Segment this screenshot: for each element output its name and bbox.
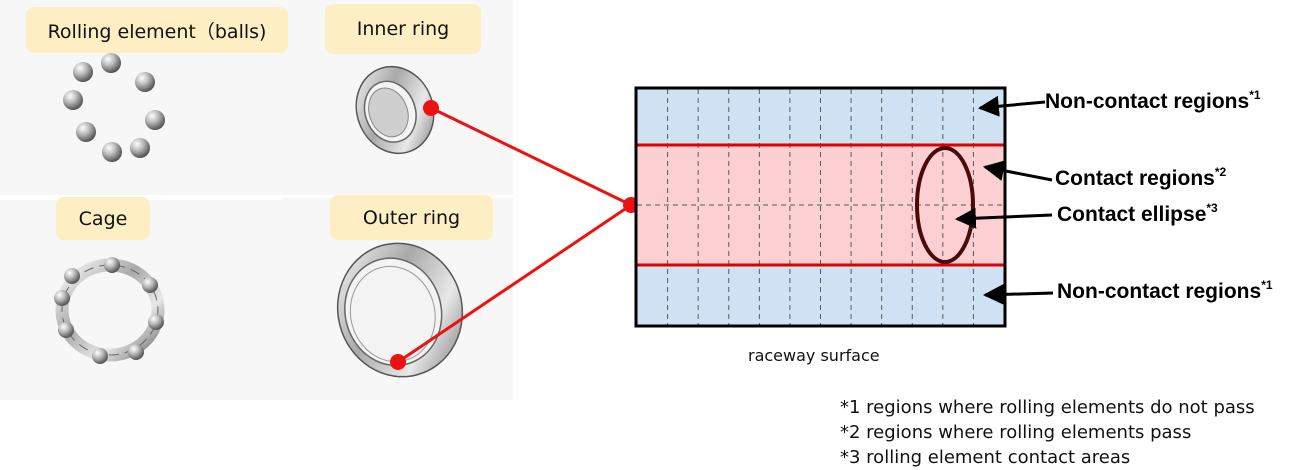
connector-line-inner xyxy=(430,106,632,207)
contact-regions-callout: Contact regions*2 xyxy=(1055,165,1227,191)
footnote-mark: *1 xyxy=(1261,278,1273,292)
callout-text: Contact ellipse xyxy=(1057,203,1207,226)
raceway-grid xyxy=(637,89,1004,325)
ball xyxy=(63,90,83,110)
ball xyxy=(102,142,122,162)
ball xyxy=(76,122,96,142)
inner-ring-illustration xyxy=(355,65,435,155)
ball xyxy=(101,53,121,73)
cage-label: Cage xyxy=(56,197,150,240)
raceway-border xyxy=(634,86,1007,328)
footnote-2: *2 regions where rolling elements pass xyxy=(840,422,1192,443)
rolling-element-label: Rolling element（balls) xyxy=(26,7,288,53)
callout-text: Non-contact regions xyxy=(1057,280,1262,303)
inner-ring-label: Inner ring xyxy=(325,4,481,54)
arrow-contact-regions xyxy=(982,160,1053,182)
contact-ellipse xyxy=(915,146,975,264)
cage-illustration xyxy=(54,257,165,364)
non-contact-regions-bottom-callout: Non-contact regions*1 xyxy=(1057,278,1273,304)
ball xyxy=(73,62,93,82)
non-contact-regions-top-callout: Non-contact regions*1 xyxy=(1045,88,1261,114)
footnote-mark: *1 xyxy=(1249,88,1261,102)
outer-ring-illustration xyxy=(336,242,464,378)
contact-ellipse-callout: Contact ellipse*3 xyxy=(1057,201,1218,227)
footnote-mark: *2 xyxy=(1214,165,1227,179)
callout-text: Contact regions xyxy=(1055,167,1215,190)
balls-illustration xyxy=(63,53,165,162)
ball xyxy=(145,110,165,130)
connector-line-outer xyxy=(397,203,632,364)
ball xyxy=(135,72,155,92)
callout-text: Non-contact regions xyxy=(1045,90,1250,113)
outer-ring-point xyxy=(390,354,406,370)
outer-ring-label: Outer ring xyxy=(330,195,493,240)
raceway-surface-caption: raceway surface xyxy=(748,346,880,365)
raceway-surface-diagram xyxy=(634,86,1007,328)
footnote-1: *1 regions where rolling elements do not… xyxy=(840,397,1255,418)
arrow-contact-ellipse xyxy=(954,207,1053,229)
arrow-non-contact-bottom xyxy=(982,283,1054,305)
inner-ring-point xyxy=(423,100,439,116)
footnote-3: *3 rolling element contact areas xyxy=(840,447,1131,468)
arrow-non-contact-top xyxy=(977,95,1046,117)
footnote-mark: *3 xyxy=(1206,201,1218,215)
ball xyxy=(130,138,150,158)
